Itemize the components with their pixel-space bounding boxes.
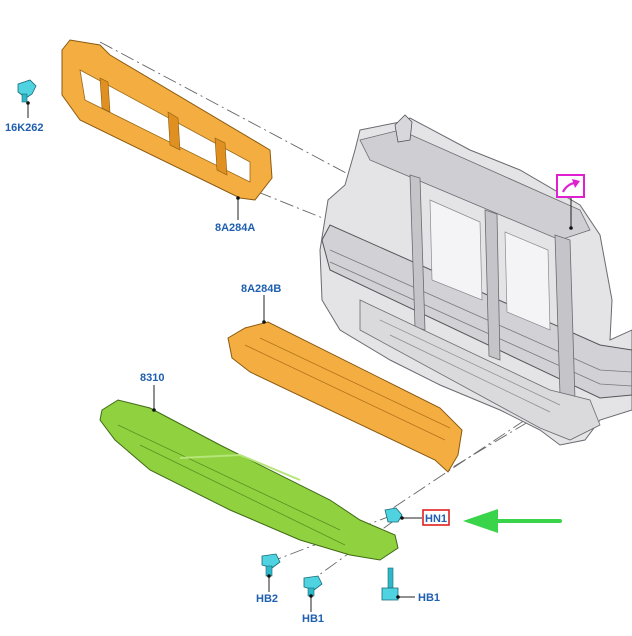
deflector-lower-part bbox=[227, 321, 463, 473]
label-hb1-right[interactable]: HB1 bbox=[418, 592, 440, 604]
magenta-marker-box[interactable] bbox=[556, 174, 585, 198]
fasteners bbox=[17, 79, 403, 601]
deflector-upper-part bbox=[61, 39, 273, 201]
hn1-highlight-box bbox=[422, 509, 450, 526]
arrow-left-icon bbox=[463, 509, 562, 533]
label-8a284b[interactable]: 8A284B bbox=[241, 283, 281, 295]
bolt-hb1-right-fastener bbox=[381, 567, 399, 601]
label-hn1[interactable]: HN1 bbox=[425, 513, 447, 525]
splash-shield-part bbox=[99, 399, 399, 561]
nut-hn1-fastener bbox=[384, 507, 403, 523]
label-8310[interactable]: 8310 bbox=[140, 372, 164, 384]
label-hb1-left[interactable]: HB1 bbox=[302, 613, 324, 625]
radiator-support-frame bbox=[319, 114, 632, 446]
label-16k262[interactable]: 16K262 bbox=[5, 122, 44, 134]
bolt-hb1-left-fastener bbox=[303, 575, 323, 597]
bolt-hb2-fastener bbox=[261, 553, 281, 577]
label-hb2[interactable]: HB2 bbox=[256, 593, 278, 605]
clip-16k262-fastener bbox=[17, 79, 37, 103]
arrow-up-right-icon bbox=[562, 179, 580, 193]
label-8a284a[interactable]: 8A284A bbox=[215, 222, 255, 234]
leader-lines bbox=[26, 101, 573, 612]
part-labels: 16K262 8A284A 8A284B 8310 HN1 HB2 HB1 HB… bbox=[5, 122, 447, 625]
